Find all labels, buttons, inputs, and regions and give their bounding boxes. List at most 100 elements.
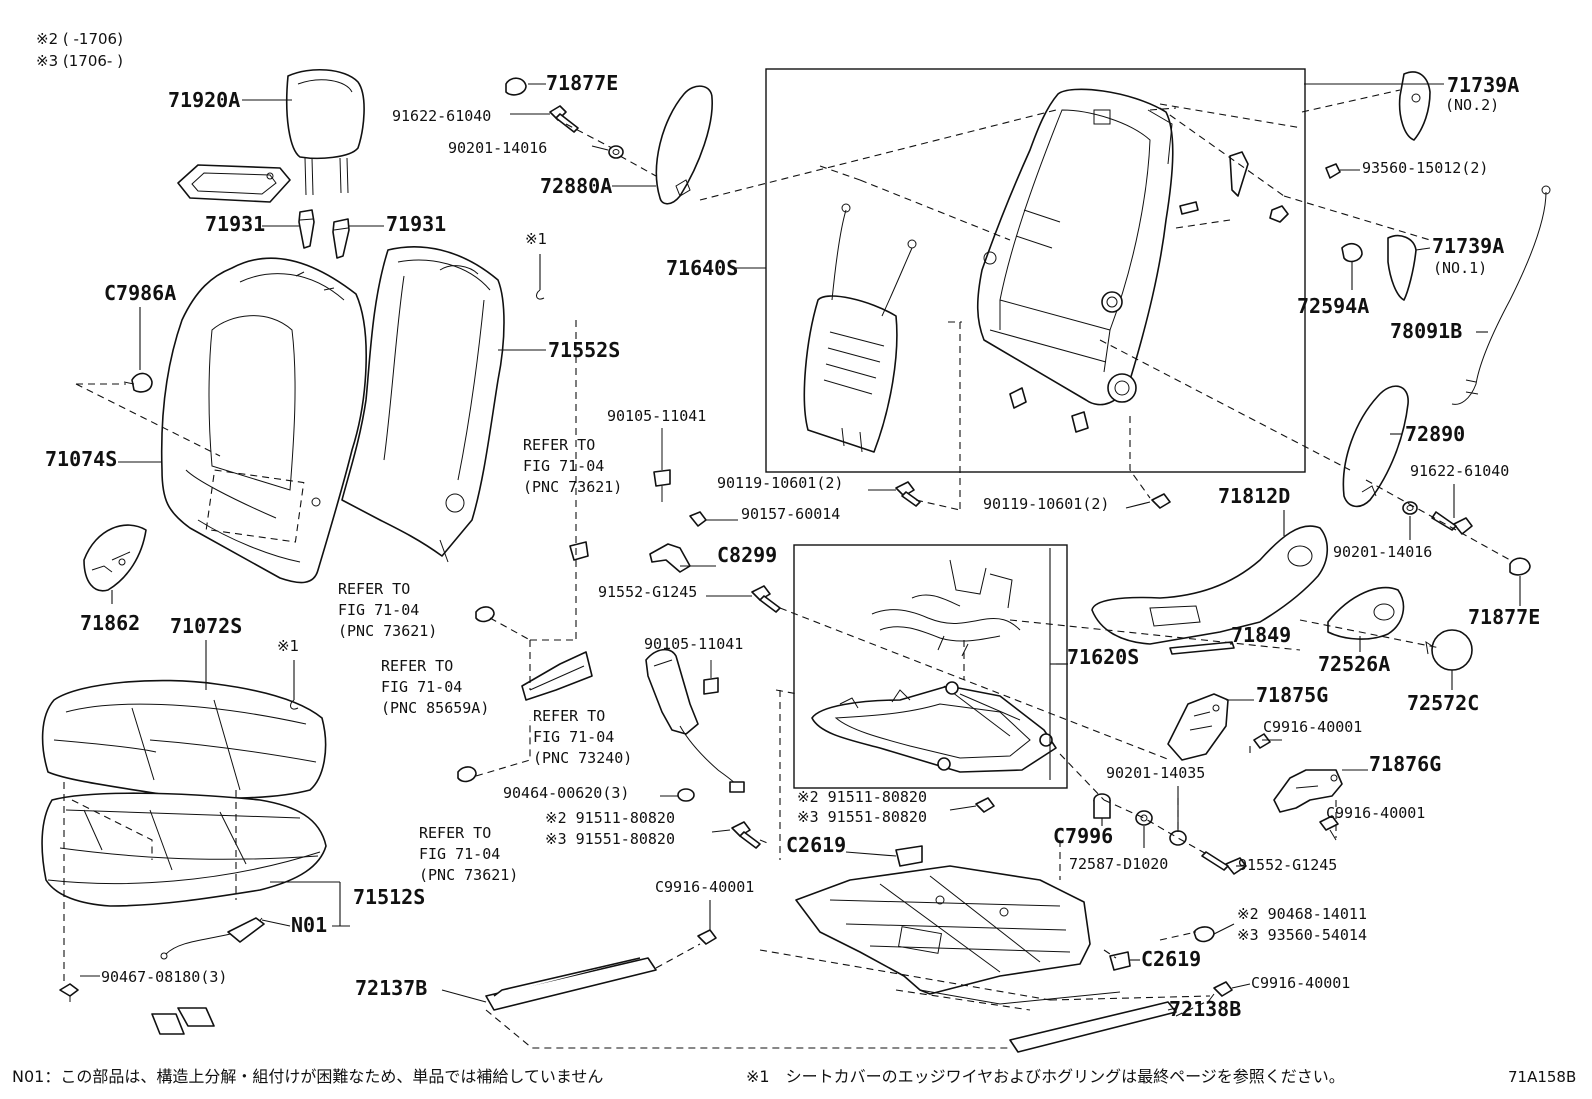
part-label-91552-G1245_m: 91552-G1245 — [598, 583, 697, 601]
wire-harness-N01 — [160, 917, 265, 960]
cushion-springs — [871, 559, 1021, 657]
reference-line: FIG 71-04 — [381, 678, 462, 696]
reference-ref-73240: REFER TO FIG 71-04 (PNC 73240) — [533, 707, 632, 767]
part-label-71072S: 71072S — [170, 614, 242, 638]
part-label-71074S: 71074S — [45, 447, 117, 471]
clip-71849 — [1169, 641, 1235, 655]
nut-90157-60014 — [689, 511, 707, 527]
part-label-C9916-40001_b: C9916-40001 — [1326, 804, 1425, 822]
tapes — [151, 1007, 215, 1035]
side-shield-71812D — [1091, 525, 1329, 645]
part-label-91551-80820_m: ※3 91551-80820 — [545, 830, 675, 848]
leader-lines — [80, 83, 1521, 1011]
seatbelt-buckle-73240 — [645, 648, 745, 793]
assembly-lines — [63, 89, 1511, 1049]
cap-72594A — [1341, 242, 1363, 263]
bolt-90119-10601-a — [895, 481, 921, 507]
clip-90464-00620 — [677, 788, 695, 802]
part-label-91511-80820_m: ※2 91511-80820 — [545, 809, 675, 827]
part-label-72572C: 72572C — [1407, 691, 1479, 715]
lumbar-support — [803, 203, 917, 453]
part-label-no2: (NO.2) — [1445, 96, 1499, 114]
part-label-71920A: 71920A — [168, 88, 240, 112]
reference-line: FIG 71-04 — [419, 845, 500, 863]
cap-71877E-top — [505, 77, 527, 96]
seatback-cover-71074S — [160, 257, 367, 584]
part-label-N01: N01 — [291, 913, 327, 937]
bracket-C8299 — [649, 543, 691, 573]
part-label-71812D: 71812D — [1218, 484, 1290, 508]
part-label-90105-11041_a: 90105-11041 — [607, 407, 706, 425]
part-label-71849: 71849 — [1231, 623, 1291, 647]
part-label-91551-80820_c: ※3 91551-80820 — [797, 808, 927, 826]
part-label-71739A_1: 71739A — [1432, 234, 1504, 258]
cover-71862 — [83, 524, 147, 592]
part-label-C9916-40001_m: C9916-40001 — [655, 878, 754, 896]
reference-line: REFER TO — [419, 824, 491, 842]
part-label-72526A: 72526A — [1318, 652, 1390, 676]
cushion-frame-box — [793, 544, 1068, 789]
part-label-C2619_r: C2619 — [1141, 947, 1201, 971]
part-label-91511-80820_c: ※2 91511-80820 — [797, 788, 927, 806]
note-m2: ※2 ( -1706) — [36, 30, 123, 48]
cover-72880A — [655, 85, 713, 205]
reference-line: (PNC 73240) — [533, 749, 632, 767]
screw-C9916-40001-a — [1253, 733, 1282, 749]
headrest-guide-71931 — [298, 209, 350, 259]
part-label-m1_a: ※1 — [525, 230, 547, 248]
footer-m1: ※1 シートカバーのエッジワイヤおよびホグリングは最終ページを参照ください。 — [746, 1067, 1345, 1086]
bolt-90105-11041-b — [703, 660, 719, 695]
part-label-72880A: 72880A — [540, 174, 612, 198]
clip-90467-08180 — [59, 983, 79, 1002]
reference-line: REFER TO — [338, 580, 410, 598]
cushion-pad-71512S — [41, 792, 327, 907]
reference-line: (PNC 73621) — [523, 478, 622, 496]
cap-C2619-right — [1109, 951, 1131, 971]
reference-line: FIG 71-04 — [533, 728, 614, 746]
cover-71739A-no2 — [1398, 71, 1431, 141]
cover-72890 — [1342, 385, 1409, 508]
part-label-90201-14035: 90201-14035 — [1106, 764, 1205, 782]
headrest-pad — [177, 164, 291, 203]
seatback-frame-71640S — [976, 88, 1174, 406]
bolt-91552-G1245-mid — [751, 585, 781, 613]
part-label-C8299: C8299 — [717, 543, 777, 567]
figure-id: 71A158B — [1508, 1068, 1576, 1086]
part-label-72138B: 72138B — [1169, 997, 1241, 1021]
cover-71739A-no1 — [1387, 234, 1417, 301]
part-label-no1: (NO.1) — [1433, 259, 1487, 277]
frame-small-parts — [1009, 151, 1289, 433]
reference-line: REFER TO — [533, 707, 605, 725]
bracket-71875G — [1167, 693, 1229, 761]
reference-line: FIG 71-04 — [523, 457, 604, 475]
part-label-91552-G1245_r: 91552-G1245 — [1238, 856, 1337, 874]
part-label-72890: 72890 — [1405, 422, 1465, 446]
footer-n01: N01：この部品は、構造上分解・組付けが困難なため、単品では補給していません — [12, 1067, 603, 1086]
note-m3: ※3 (1706- ) — [36, 52, 123, 70]
part-label-C7996: C7996 — [1053, 824, 1113, 848]
cap-C2619-middle — [895, 845, 923, 867]
washer-90201-14016-right — [1402, 501, 1418, 515]
knob-72572C — [1425, 629, 1473, 671]
rail-cover-72137B — [485, 957, 657, 1011]
rail-cover-72138B — [1009, 1001, 1177, 1053]
reference-line: (PNC 73621) — [419, 866, 518, 884]
part-label-71877E_r: 71877E — [1468, 605, 1540, 629]
part-label-72587-D1020: 72587-D1020 — [1069, 855, 1168, 873]
cap-90468-14011 — [1193, 926, 1215, 943]
part-label-71931_a: 71931 — [205, 212, 265, 236]
bolt-91622-61040-top — [549, 105, 579, 133]
seatback-pad-71552S — [341, 246, 505, 563]
part-label-90464-00620: 90464-00620(3) — [503, 784, 629, 802]
part-label-71862: 71862 — [80, 611, 140, 635]
part-label-72594A: 72594A — [1297, 294, 1369, 318]
reference-line: REFER TO — [381, 657, 453, 675]
part-label-91622-61040_top: 91622-61040 — [392, 107, 491, 125]
part-label-90119-10601_a: 90119-10601(2) — [717, 474, 843, 492]
nut-90201-14035 — [1169, 830, 1187, 846]
